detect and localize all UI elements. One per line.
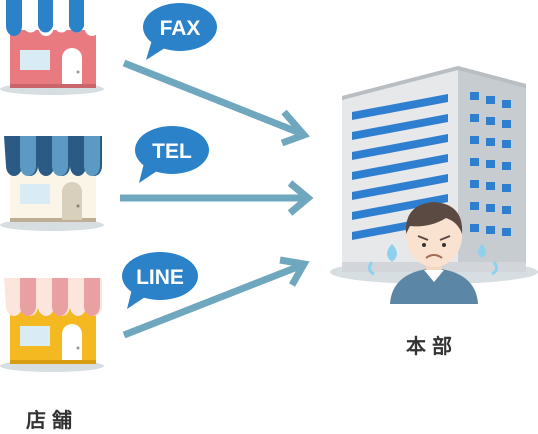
bubble-fax: FAX xyxy=(143,3,217,60)
arrow-line xyxy=(122,256,310,339)
bubble-tel: TEL xyxy=(135,126,209,183)
store-pink xyxy=(0,0,104,95)
line-label: LINE xyxy=(136,266,184,289)
tel-label: TEL xyxy=(152,140,192,163)
store-cream xyxy=(0,136,104,231)
store-yellow xyxy=(0,278,104,372)
arrow-tel xyxy=(120,180,314,216)
fax-label: FAX xyxy=(160,17,201,40)
arrow-fax xyxy=(122,59,310,147)
bubble-line: LINE xyxy=(122,252,198,309)
headquarters-label: 本部 xyxy=(406,334,458,358)
worried-person xyxy=(367,202,499,304)
store-label: 店舗 xyxy=(26,408,78,432)
